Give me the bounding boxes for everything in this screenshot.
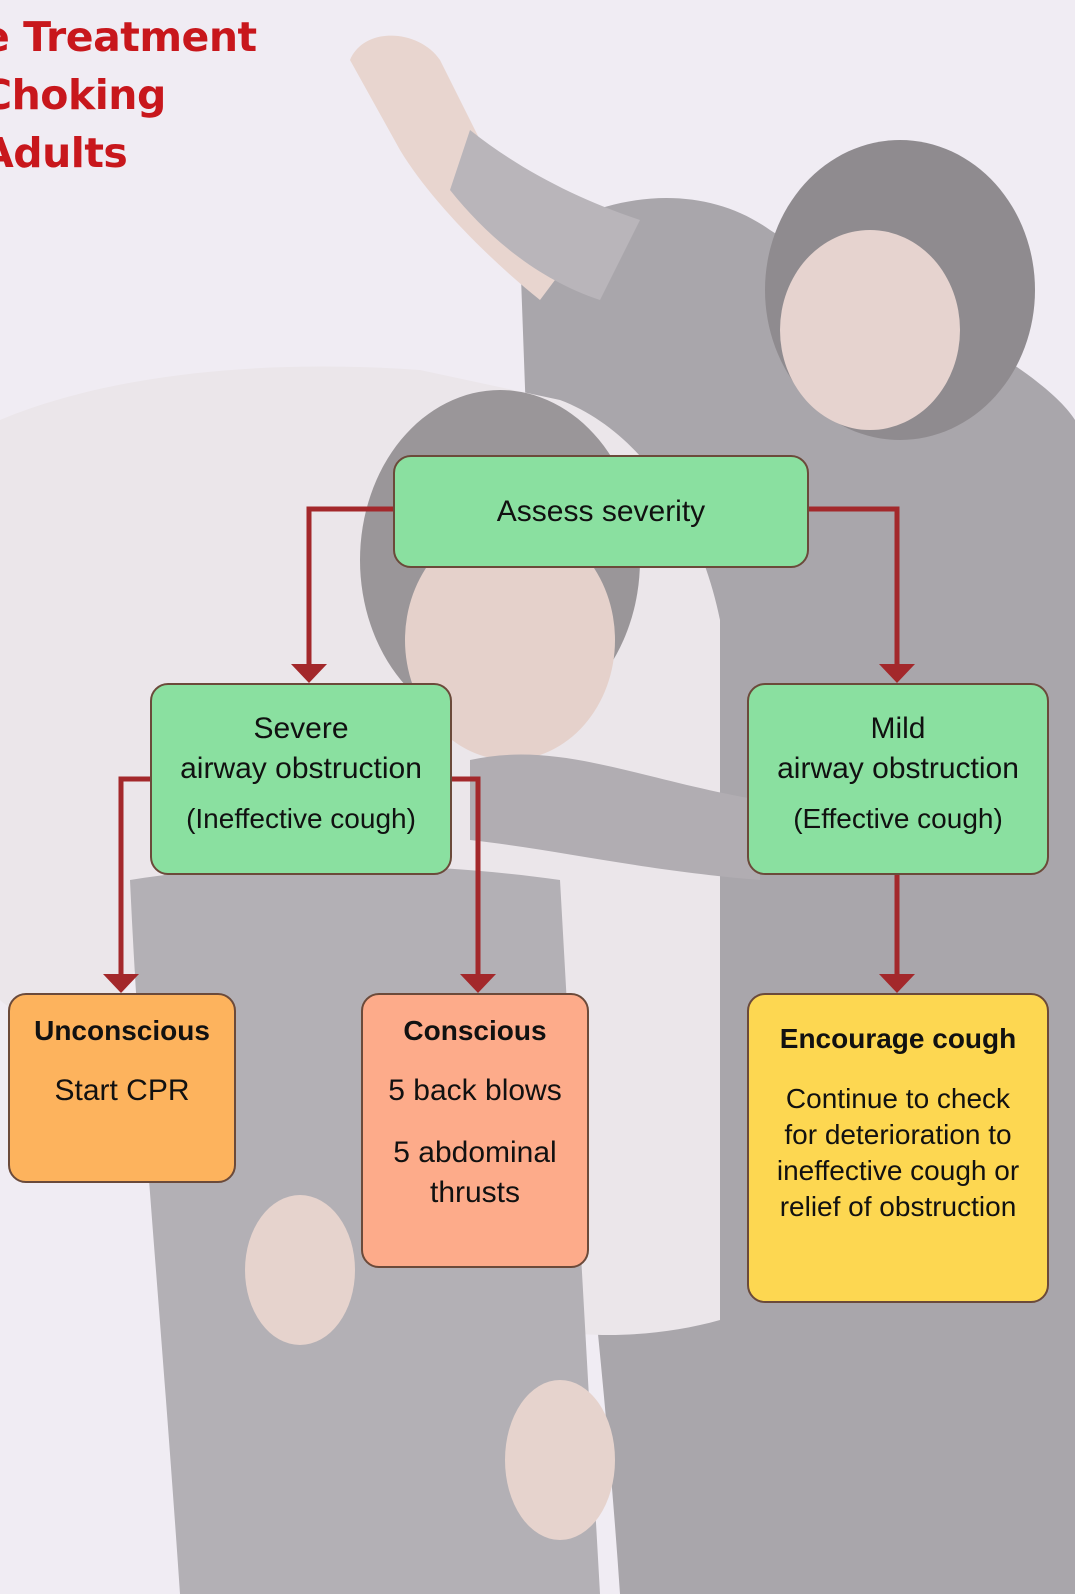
- start-cpr-action: Start CPR: [54, 1074, 190, 1107]
- arrowhead-conscious: [460, 974, 496, 993]
- encourage-cough-instructions: Continue to check for deterioration to i…: [776, 1083, 1020, 1222]
- arrowhead-severe: [291, 664, 327, 683]
- conscious-heading: Conscious: [403, 1015, 547, 1046]
- unconscious-box: Unconscious Start CPR: [8, 993, 236, 1183]
- title-line-3: Adults: [0, 129, 128, 177]
- page-title: e Treatment Choking Adults: [0, 8, 257, 182]
- title-line-2: Choking: [0, 71, 166, 119]
- abdominal-thrusts-action: 5 abdominal thrusts: [393, 1136, 557, 1209]
- arrow-assess-to-severe: [306, 506, 393, 664]
- assess-severity-box: Assess severity: [393, 455, 809, 568]
- severe-label: Severe: [253, 712, 349, 745]
- mild-label: Mild: [870, 712, 926, 745]
- back-blows-action: 5 back blows: [388, 1074, 562, 1107]
- arrowhead-mild: [879, 664, 915, 683]
- arrowhead-unconscious: [103, 974, 139, 993]
- arrowhead-encourage: [879, 974, 915, 993]
- arrow-assess-to-mild: [809, 506, 900, 664]
- severe-cough-note: (Ineffective cough): [186, 803, 416, 834]
- conscious-box: Conscious 5 back blows 5 abdominal thrus…: [361, 993, 589, 1268]
- arrow-severe-to-unconscious: [118, 776, 150, 974]
- severe-obstruction-box: Severe airway obstruction (Ineffective c…: [150, 683, 452, 875]
- mild-obstruction-box: Mild airway obstruction (Effective cough…: [747, 683, 1049, 875]
- encourage-cough-heading: Encourage cough: [779, 1023, 1017, 1054]
- unconscious-heading: Unconscious: [34, 1015, 210, 1046]
- assess-severity-label: Assess severity: [496, 494, 706, 528]
- mild-cough-note: (Effective cough): [793, 803, 1003, 834]
- encourage-cough-box: Encourage cough Continue to check for de…: [747, 993, 1049, 1303]
- title-line-1: e Treatment: [0, 13, 257, 61]
- severe-airway-label: airway obstruction: [180, 752, 422, 785]
- mild-airway-label: airway obstruction: [777, 752, 1019, 785]
- arrow-severe-to-conscious: [452, 776, 481, 974]
